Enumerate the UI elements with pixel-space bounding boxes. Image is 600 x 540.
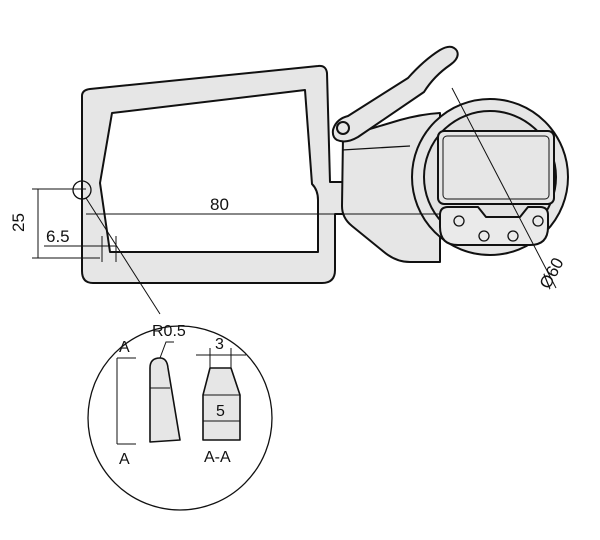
- button-icon: [478, 230, 490, 242]
- gauge-neck: [341, 112, 441, 263]
- button-panel: [439, 206, 549, 246]
- span-label: 80: [210, 195, 229, 214]
- section-mark-bottom: A: [119, 451, 130, 468]
- diameter-leader: [451, 87, 557, 289]
- depth-dimension: 25: [9, 188, 100, 259]
- button-icon: [532, 215, 544, 227]
- depth-label: 25: [9, 213, 28, 232]
- release-lever: [331, 45, 459, 143]
- neck-body: [341, 112, 441, 263]
- tip-offset-dimension: 6.5: [44, 227, 117, 262]
- base-width-label: 5: [216, 403, 225, 420]
- tip-highlight-circle: [72, 180, 92, 200]
- button-icon: [507, 230, 519, 242]
- span-dimension: 80: [86, 195, 440, 215]
- lever-pivot: [336, 121, 350, 135]
- section-mark-top: A: [119, 339, 130, 356]
- button-icon: [453, 215, 465, 227]
- caliper-frame: [81, 64, 351, 284]
- neck-edge: [341, 145, 411, 151]
- frame-outline: [81, 64, 351, 284]
- lcd-display: [437, 130, 555, 205]
- detail-circle: [87, 325, 273, 511]
- detail-leader: [85, 197, 161, 315]
- dial-diameter-label: Ø60: [536, 255, 568, 292]
- section-label: A-A: [204, 449, 231, 466]
- tip-width-label: 3: [215, 336, 224, 353]
- radius-label: R0.5: [152, 323, 186, 340]
- lever-body: [331, 45, 459, 143]
- tip-callout: [72, 180, 161, 315]
- detail-view: A A R0.5 3 5 A-A: [87, 323, 273, 511]
- tip-side-profile: [149, 357, 181, 443]
- digital-dial: [411, 98, 569, 256]
- tip-offset-label: 6.5: [46, 227, 70, 246]
- lcd-inner: [442, 135, 550, 200]
- radius-leader: [159, 341, 174, 359]
